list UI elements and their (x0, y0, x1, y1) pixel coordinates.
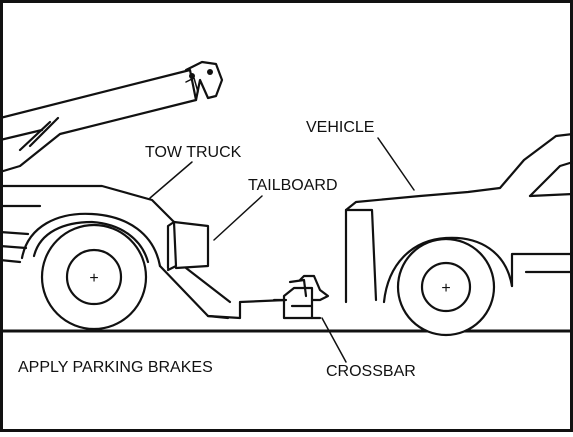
truck-wheel-hub: + (89, 270, 98, 287)
crossbar-label: CROSSBAR (326, 363, 416, 380)
vehicle-leader (377, 137, 415, 191)
tow-truck: + (0, 60, 330, 331)
wheel-lift (158, 264, 288, 320)
crossbar (272, 274, 330, 320)
towed-vehicle: + (344, 132, 573, 337)
vehicle-label: VEHICLE (306, 119, 374, 136)
boom-arm (0, 60, 224, 174)
crossbar-leader (321, 317, 347, 363)
truck-wheel: + (40, 223, 148, 331)
tow-truck-leader (149, 161, 193, 199)
tailboard (166, 220, 210, 270)
vehicle-body (344, 132, 573, 304)
tailboard-label: TAILBOARD (248, 177, 338, 194)
tailboard-leader (213, 195, 263, 241)
leader-lines (149, 137, 415, 363)
vehicle-wheel: + (396, 237, 496, 337)
truck-body (0, 184, 178, 272)
vehicle-wheel-hub: + (441, 280, 450, 297)
apply-parking-brakes-label: APPLY PARKING BRAKES (18, 359, 213, 376)
tow-truck-label: TOW TRUCK (145, 144, 242, 161)
